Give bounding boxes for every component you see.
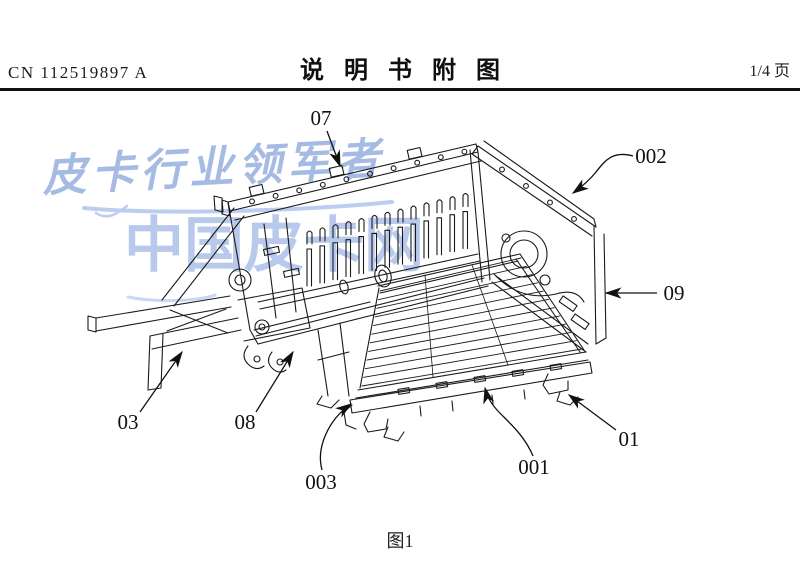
callout-line-01 <box>567 394 617 431</box>
figure-caption: 图1 <box>386 531 414 551</box>
callout-label-002: 002 <box>635 144 667 168</box>
callout-label-07: 07 <box>311 106 332 130</box>
floor-corrugation-ribs <box>361 257 583 387</box>
drawing-lines <box>87 140 607 442</box>
callout-line-07 <box>326 130 341 168</box>
callout-label-03: 03 <box>118 410 139 434</box>
callout-line-03 <box>139 350 183 413</box>
sill-slot-holes <box>397 363 563 395</box>
callout-label-08: 08 <box>235 410 256 434</box>
publication-number: CN 112519897 A <box>8 63 149 82</box>
callout-line-08 <box>255 350 294 413</box>
header-divider <box>0 88 800 91</box>
rail-bolt-holes <box>249 148 577 222</box>
section-title: 说明书附图 <box>300 58 520 84</box>
watermark-brand-text: 中国皮卡网 <box>124 211 424 281</box>
callouts <box>139 130 657 471</box>
callout-label-001: 001 <box>518 455 550 479</box>
callout-line-002 <box>571 153 634 194</box>
callout-label-003: 003 <box>305 470 337 494</box>
callout-labels: 07 002 09 03 08 003 001 01 <box>118 106 685 494</box>
callout-line-003 <box>319 403 353 471</box>
page-header: CN 112519897 A 说明书附图 1/4 页 <box>0 0 800 88</box>
front-panel-ribs <box>306 193 469 287</box>
page-indicator: 1/4 页 <box>749 63 790 80</box>
callout-line-001 <box>483 386 534 457</box>
callout-label-01: 01 <box>619 427 640 451</box>
callout-label-09: 09 <box>664 281 685 305</box>
